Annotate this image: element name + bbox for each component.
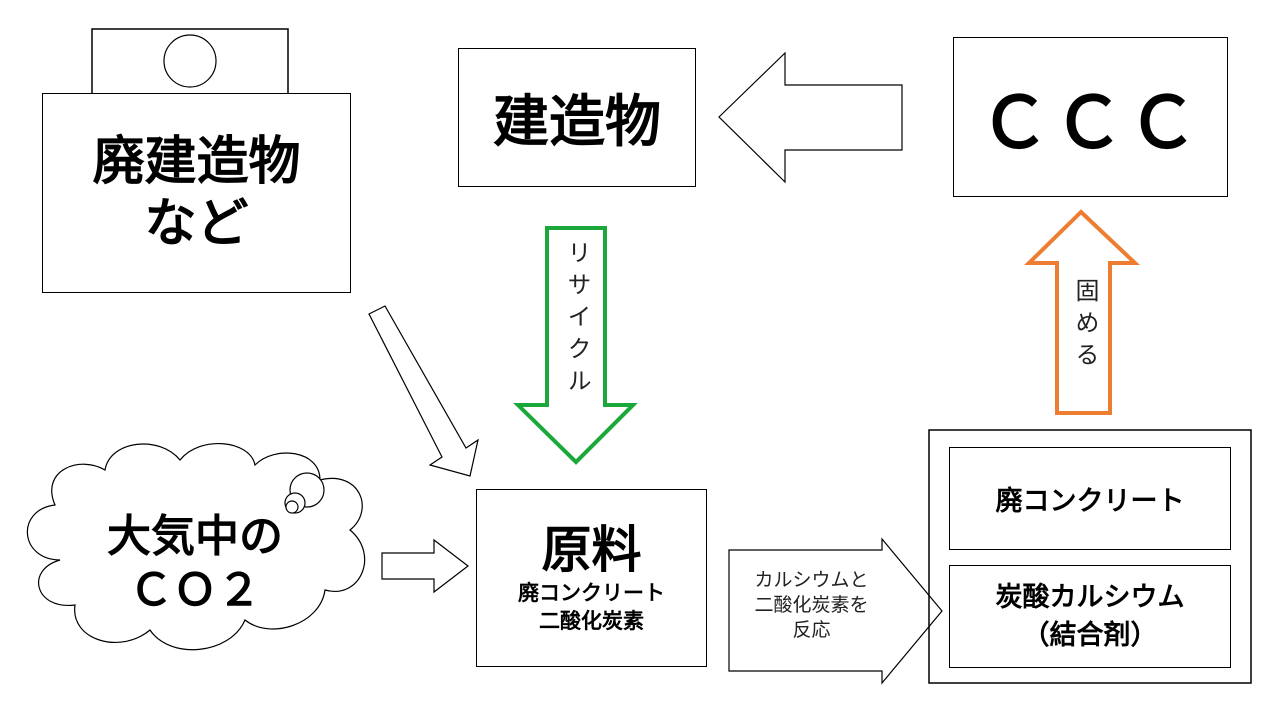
- recycle-label: リサイクル: [563, 240, 591, 400]
- circle-shape: [163, 34, 217, 88]
- composition-item-waste-concrete: 廃コンクリート: [949, 447, 1231, 550]
- react-arrow: [728, 537, 943, 685]
- solidify-arrow: [1024, 209, 1141, 415]
- react-line1: カルシウムと: [754, 569, 869, 591]
- composition-item1: 廃コンクリート: [995, 486, 1185, 517]
- demolished-line2: など: [144, 194, 249, 254]
- demolished-building-box: 廃建造物 など: [42, 93, 351, 293]
- demolished-line1: 廃建造物: [92, 132, 301, 192]
- raw-material-line1: 廃コンクリート: [518, 581, 665, 605]
- building-box: 建造物: [458, 48, 696, 187]
- react-label: カルシウムと 二酸化炭素を 反応: [729, 568, 894, 643]
- cloud-shape: [26, 442, 366, 651]
- ccc-label: ＣＣＣ: [979, 81, 1202, 164]
- building-label: 建造物: [493, 90, 661, 155]
- composition-item2-line1: 炭酸カルシウム: [995, 581, 1185, 613]
- composition-outer-box: [928, 429, 1252, 684]
- ccc-box: ＣＣＣ: [953, 37, 1228, 197]
- raw-material-title: 原料: [541, 521, 642, 579]
- solidify-label: 固める: [1071, 278, 1099, 374]
- raw-material-line2: 二酸化炭素: [539, 609, 644, 633]
- react-line3: 反応: [792, 619, 831, 641]
- composition-item-calcium-carbonate: 炭酸カルシウム （結合剤）: [949, 565, 1231, 668]
- composition-item2-line2: （結合剤）: [1022, 619, 1158, 651]
- arrow-co2-to-raw: [381, 538, 469, 594]
- arrow-demolished-to-raw: [368, 305, 479, 477]
- atmosphere-line2: ＣＯ２: [129, 565, 261, 616]
- raw-material-box: 原料 廃コンクリート 二酸化炭素: [476, 489, 707, 667]
- recycle-arrow: [513, 226, 638, 465]
- atmosphere-line1: 大気中の: [107, 511, 283, 562]
- react-line2: 二酸化炭素を: [754, 594, 869, 616]
- atmosphere-text: 大気中の ＣＯ２: [60, 510, 330, 618]
- arrow-ccc-to-building: [718, 51, 903, 184]
